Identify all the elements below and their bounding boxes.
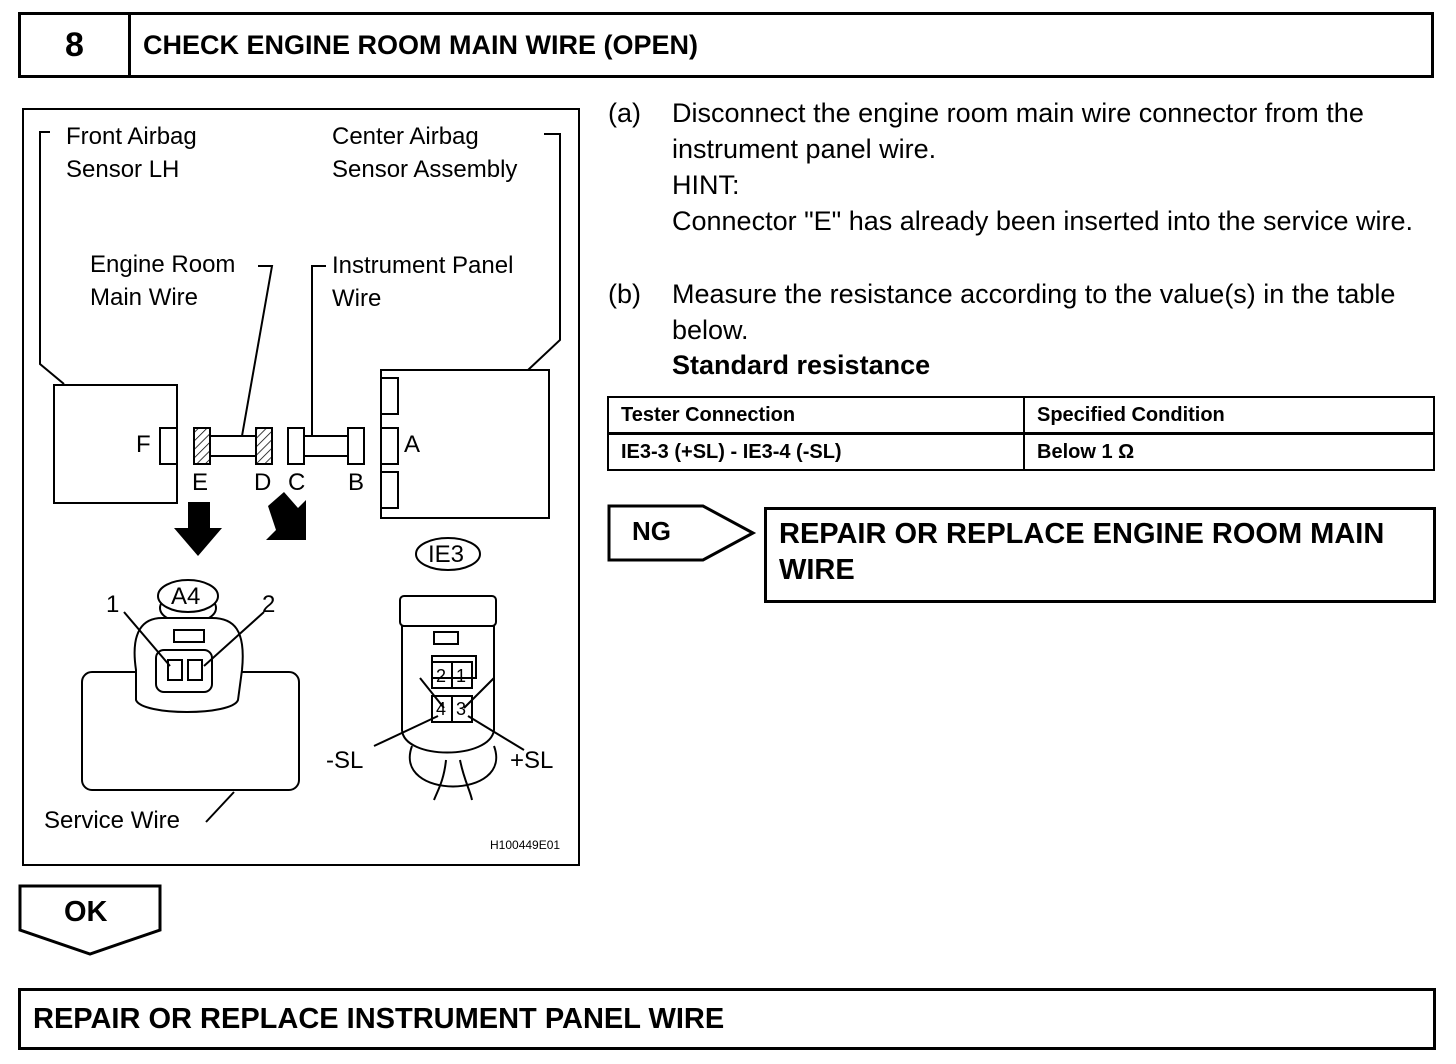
front-airbag-leader	[39, 131, 65, 385]
connector-f-label: F	[136, 431, 151, 458]
figure-code: H100449E01	[490, 838, 561, 852]
center-airbag-label-1: Center Airbag	[332, 123, 479, 150]
connector-a-label: A	[404, 431, 421, 458]
arrow-diag-d	[266, 492, 306, 540]
instruction-b: (b) Measure the resistance according to …	[608, 276, 1436, 348]
connector-e	[193, 427, 211, 465]
engine-room-label-1: Engine Room	[90, 251, 236, 278]
standard-resistance-label: Standard resistance	[672, 350, 931, 380]
step-number: 8	[21, 15, 131, 75]
center-airbag-leader	[527, 133, 561, 371]
a4-label: A4	[171, 583, 201, 610]
front-airbag-label-2: Sensor LH	[66, 156, 180, 183]
table-header-cell: Tester Connection	[607, 396, 1025, 435]
instruction-b-marker: (b)	[608, 279, 641, 309]
instruction-a-text: Disconnect the engine room main wire con…	[672, 98, 1364, 164]
engine-room-label-2: Main Wire	[90, 284, 199, 311]
ie3-connector-top	[399, 595, 497, 627]
minus-sl-label: -SL	[326, 747, 364, 774]
instrument-panel-label-2: Wire	[332, 285, 382, 312]
table-cell: IE3-3 (+SL) - IE3-4 (-SL)	[607, 432, 1025, 471]
connector-c	[287, 427, 305, 465]
table-header-cell: Specified Condition	[1023, 396, 1435, 435]
diagram-drawing	[39, 131, 561, 823]
arrow-down-e	[174, 502, 222, 556]
standard-block: Standard resistance	[608, 347, 1436, 383]
table-row: IE3-3 (+SL) - IE3-4 (-SL) Below 1 Ω	[607, 432, 1435, 471]
service-wire-label: Service Wire	[44, 807, 181, 834]
connector-d-label: D	[254, 469, 272, 496]
ie3-pin2-label: 2	[436, 666, 447, 686]
engine-room-leader	[241, 265, 274, 437]
front-airbag-label-1: Front Airbag	[66, 123, 197, 150]
hint-block: HINT:	[608, 167, 1436, 203]
ok-arrow-icon	[18, 884, 162, 956]
ie3-label: IE3	[428, 541, 465, 568]
ie3-pin4-label: 4	[436, 699, 447, 719]
ok-label: OK	[64, 896, 108, 928]
instruction-b-text: Measure the resistance according to the …	[672, 279, 1396, 345]
a4-pin2-label: 2	[262, 591, 276, 618]
connector-b	[347, 427, 365, 465]
a4-pin1-label: 1	[106, 591, 120, 618]
ng-action-box: REPAIR OR REPLACE ENGINE ROOM MAIN WIRE	[764, 507, 1436, 603]
plus-sl-label: +SL	[510, 747, 554, 774]
table-cell: Below 1 Ω	[1023, 432, 1435, 471]
connector-c-label: C	[288, 469, 306, 496]
spec-table: Tester Connection Specified Condition IE…	[607, 396, 1435, 471]
step-title: CHECK ENGINE ROOM MAIN WIRE (OPEN)	[143, 30, 699, 60]
front-airbag-sensor-box	[53, 384, 178, 504]
connector-d	[255, 427, 273, 465]
hint-label: HINT:	[672, 170, 740, 200]
connector-e-label: E	[192, 469, 209, 496]
wiring-diagram: Front Airbag Sensor LH Center Airbag Sen…	[22, 108, 580, 866]
ie3-pin1-label: 1	[456, 666, 467, 686]
instruction-a-marker: (a)	[608, 98, 641, 128]
ng-arrow-icon	[607, 504, 757, 562]
hint-text-block: Connector "E" has already been inserted …	[608, 203, 1436, 275]
hint-text: Connector "E" has already been inserted …	[672, 206, 1414, 236]
instrument-panel-leader	[311, 265, 326, 436]
center-airbag-label-2: Sensor Assembly	[332, 156, 518, 183]
instruction-a: (a) Disconnect the engine room main wire…	[608, 95, 1436, 164]
ie3-pin3-label: 3	[456, 699, 467, 719]
final-action-box: REPAIR OR REPLACE INSTRUMENT PANEL WIRE	[18, 988, 1436, 1050]
table-header-row: Tester Connection Specified Condition	[607, 396, 1435, 435]
step-header: 8 CHECK ENGINE ROOM MAIN WIRE (OPEN)	[18, 12, 1434, 78]
connector-b-label: B	[348, 469, 365, 496]
ng-label: NG	[632, 516, 671, 546]
instrument-panel-label-1: Instrument Panel	[332, 252, 514, 279]
